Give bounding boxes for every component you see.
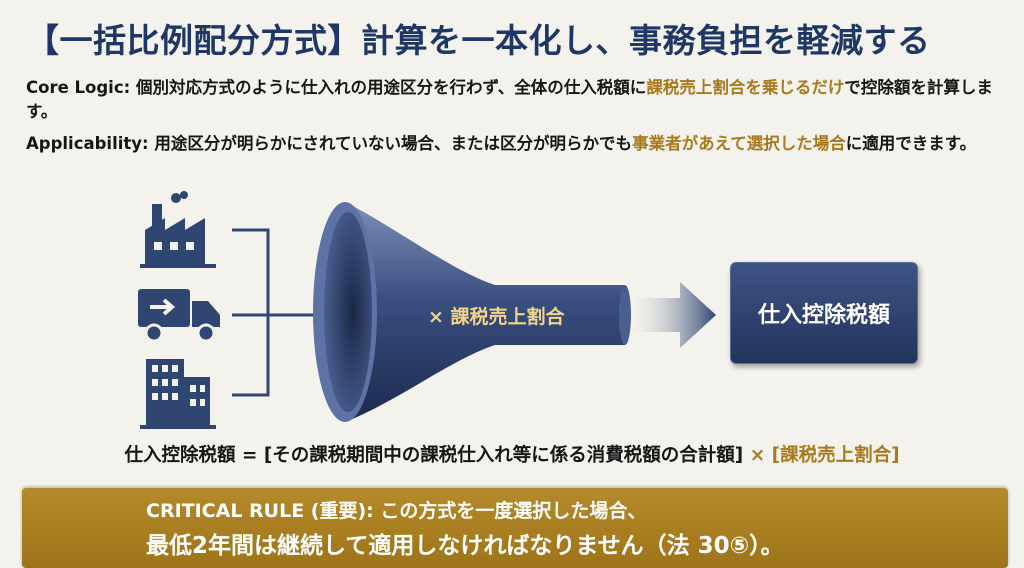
applicability-text: Applicability: 用途区分が明らかにされていない場合、または区分が明… <box>26 132 1006 156</box>
page-title: 【一括比例配分方式】計算を一本化し、事務負担を軽減する <box>26 21 931 60</box>
applicability-body: 用途区分が明らかにされていない場合、または区分が明らかでも <box>148 134 633 153</box>
factory-icon <box>140 191 216 268</box>
truck-icon <box>138 289 220 343</box>
applicability-label: Applicability: <box>26 134 149 153</box>
applicability-highlight: 事業者があえて選択した場合 <box>632 134 846 153</box>
bracket-lines <box>232 228 270 397</box>
core-logic-highlight: 課税売上割合を乗じるだけ <box>646 78 845 97</box>
core-logic-body: 個別対応方式のように仕入れの用途区分を行わず、全体の仕入税額に <box>130 78 647 97</box>
building-icon <box>140 359 216 429</box>
applicability-tail: に適用できます。 <box>845 134 977 153</box>
critical-rule-line1: CRITICAL RULE (重要): この方式を一度選択した場合、 <box>146 500 647 522</box>
core-logic-label: Core Logic: <box>26 78 131 97</box>
core-logic-tail: で控除額を計算します。 <box>26 78 993 121</box>
result-arrow <box>632 282 716 348</box>
funnel-label: × 課税売上割合 <box>428 306 565 328</box>
core-logic-text: Core Logic: 個別対応方式のように仕入れの用途区分を行わず、全体の仕入… <box>26 76 1006 124</box>
funnel-diagram <box>232 202 716 422</box>
formula-right: × [課税売上割合] <box>743 445 900 466</box>
critical-rule-line2: 最低2年間は継続して適用しなければなりません（法 30⑤）。 <box>146 533 784 559</box>
result-box: 仕入控除税額 <box>730 262 918 364</box>
formula-left: 仕入控除税額 = [その課税期間中の課税仕入れ等に係る消費税額の合計額] <box>124 445 744 466</box>
formula: 仕入控除税額 = [その課税期間中の課税仕入れ等に係る消費税額の合計額] × [… <box>0 441 1024 467</box>
critical-rule-banner: CRITICAL RULE (重要): この方式を一度選択した場合、 最低2年間… <box>22 488 1008 568</box>
